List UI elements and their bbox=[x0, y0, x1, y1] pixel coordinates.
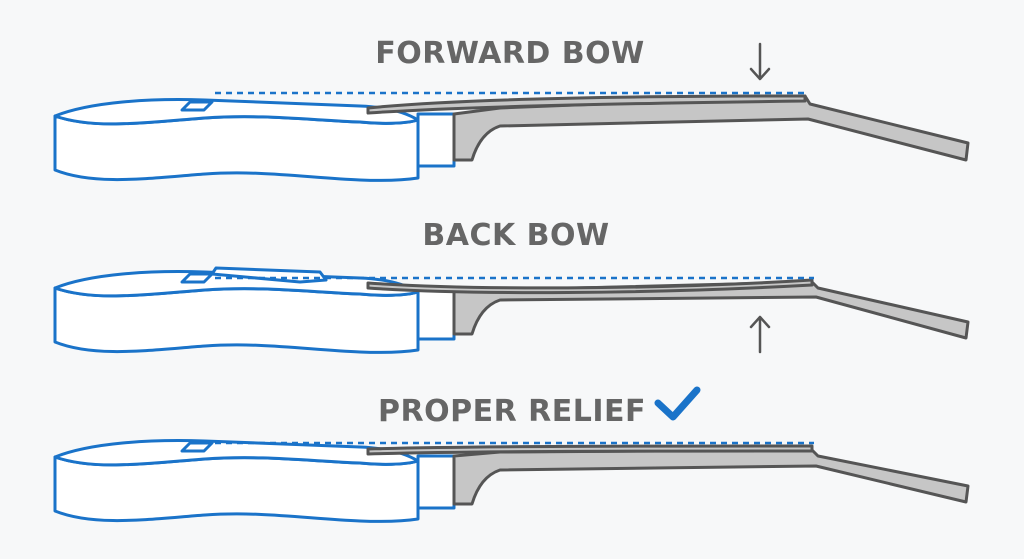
panel-title-forward-bow: FORWARD BOW bbox=[375, 36, 644, 71]
body-side bbox=[53, 286, 420, 354]
fretboard bbox=[366, 278, 814, 295]
neck-shape bbox=[452, 94, 970, 162]
neck-heel bbox=[416, 285, 456, 341]
neck-heel bbox=[416, 454, 456, 510]
neck-heel bbox=[416, 112, 456, 168]
guitar-body bbox=[53, 266, 456, 354]
panel-back-bow: BACK BOW bbox=[53, 218, 970, 354]
bridge bbox=[180, 441, 214, 453]
fretboard bbox=[366, 444, 814, 456]
panel-forward-bow: FORWARD BOW bbox=[53, 36, 970, 182]
checkmark-icon bbox=[654, 386, 701, 421]
arrow-up-icon bbox=[749, 315, 771, 354]
body-side bbox=[53, 114, 420, 182]
guitar-body bbox=[53, 439, 456, 523]
guitar-body bbox=[53, 98, 456, 182]
guitar-neck bbox=[366, 94, 970, 162]
guitar-neck bbox=[366, 278, 970, 340]
body-side bbox=[53, 455, 420, 523]
panel-proper-relief: PROPER RELIEF bbox=[53, 386, 970, 523]
arrow-down-icon bbox=[749, 42, 771, 81]
neck-shape bbox=[452, 280, 970, 340]
panel-title-proper-relief: PROPER RELIEF bbox=[378, 394, 646, 429]
bridge bbox=[180, 100, 214, 112]
panel-title-back-bow: BACK BOW bbox=[422, 218, 609, 253]
fretboard bbox=[366, 94, 807, 115]
neck-shape bbox=[452, 448, 970, 506]
guitar-neck bbox=[366, 444, 970, 506]
